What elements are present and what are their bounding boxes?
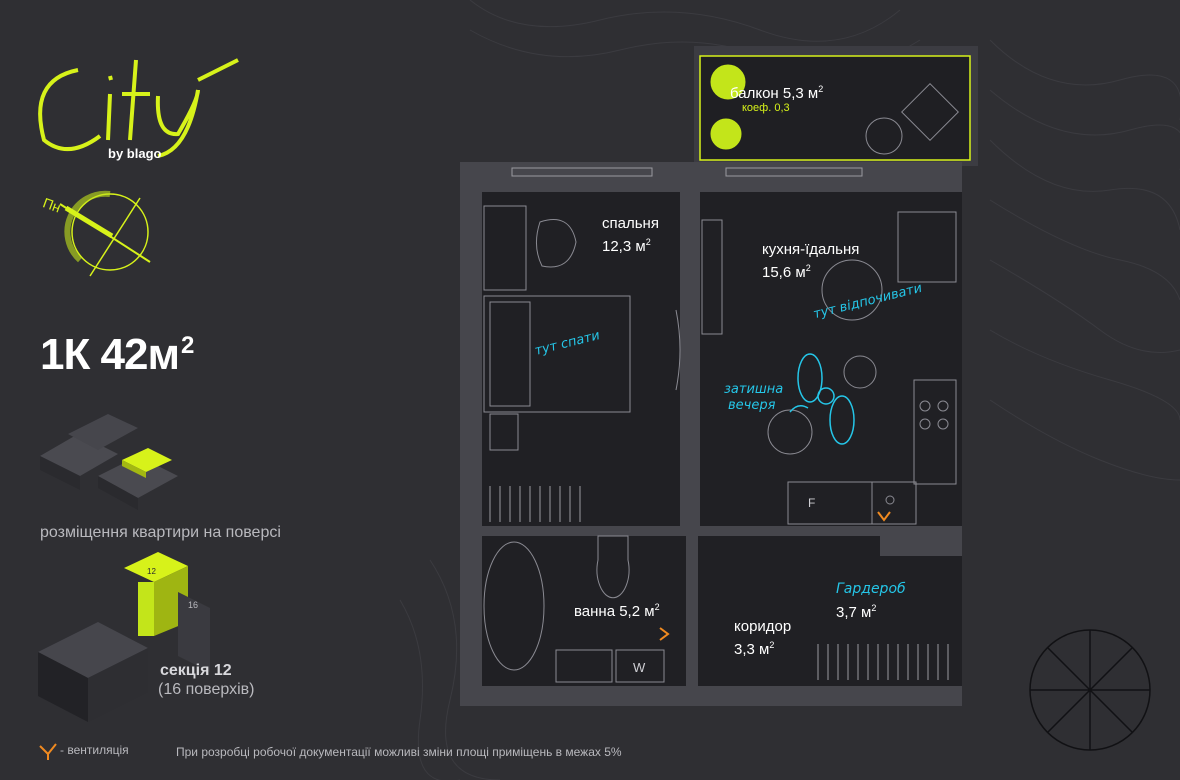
balcony-plants (709, 63, 747, 151)
section-subtitle: (16 поверхів) (158, 681, 255, 698)
bathroom-label: ванна 5,2 м2 (574, 602, 660, 620)
ventilation-marks (659, 511, 891, 641)
section-title: секція 12 (160, 662, 232, 679)
svg-text:12: 12 (147, 567, 156, 576)
tree-decoration (1029, 629, 1151, 751)
corridor-label: коридор 3,3 м2 (734, 618, 792, 658)
fridge-label: F (808, 496, 816, 510)
contour-lines (399, 0, 1180, 780)
kitchen-label: кухня-їдальня 15,6 м2 (762, 241, 860, 281)
svg-text:16: 16 (188, 600, 198, 610)
wardrobe-floor-2 (810, 646, 962, 686)
bedroom-label: спальня 12,3 м2 (602, 215, 659, 255)
logo-by-text: by blago (108, 146, 162, 161)
compass-icon (59, 190, 151, 277)
bathroom-floor (482, 536, 686, 686)
corridor-floor (698, 536, 810, 686)
apartment-title: 1К 42м2 (40, 330, 194, 379)
annotation-dinner-2: вечеря (728, 398, 776, 413)
ventilation-legend: - вентиляція (60, 743, 129, 757)
annotation-dinner-1: затишна (724, 382, 784, 397)
disclaimer: При розробці робочої документації можлив… (176, 745, 622, 759)
wardrobe-label: Гардероб 3,7 м2 (836, 581, 906, 621)
washer-label: W (633, 660, 646, 675)
ventilation-icon (39, 743, 57, 760)
dining-figures (789, 353, 855, 445)
kitchen-floor (700, 192, 962, 526)
balcony-coef: коеф. 0,3 (742, 102, 790, 114)
balcony-floor (699, 55, 971, 161)
floor-position-diagram (40, 414, 178, 510)
city-logo (38, 58, 239, 158)
balcony-label: балкон 5,3 м2 (730, 84, 824, 102)
section-diagram: 12 16 (38, 552, 210, 722)
floor-caption: розміщення квартири на поверсі (40, 524, 281, 541)
bedroom-floor (482, 192, 680, 526)
